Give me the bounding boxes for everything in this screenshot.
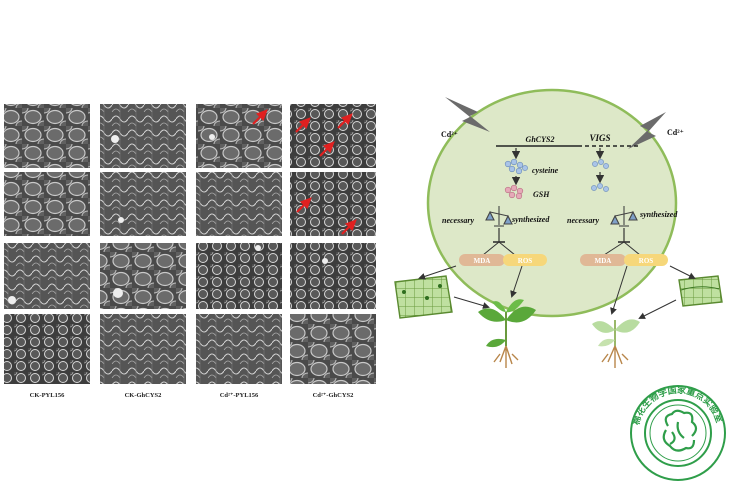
- lightning-right-icon: [628, 112, 666, 149]
- stressed-plant-icon: [592, 319, 640, 368]
- cysteine-molecules-left: [504, 158, 528, 175]
- gsh-molecules-left: [504, 184, 524, 200]
- synthesized-label-right: synthesized: [639, 210, 678, 219]
- cotton-boll-icon: [662, 409, 698, 452]
- micrograph-r4c2: [100, 314, 186, 384]
- leaf-tissue-left-icon: [394, 275, 453, 319]
- lightning-left-icon: [445, 97, 490, 132]
- micrograph-r2c3: [196, 172, 282, 236]
- micrograph-r1c3: [196, 104, 282, 168]
- necessary-label-left: necessary: [442, 216, 474, 225]
- ros-label-right: ROS: [639, 257, 654, 265]
- gene-label: GhCYS2: [526, 135, 555, 144]
- micrograph-r3c4: [290, 243, 376, 309]
- ros-label-left: ROS: [518, 257, 533, 265]
- synthesized-label-left: synthesized: [511, 215, 550, 224]
- vigs-label: VIGS: [589, 133, 610, 143]
- micrograph-panel: CK-PYL156 CK-GhCYS2 Cd²⁺-PYL156 Cd²⁺-GhC…: [4, 104, 376, 399]
- mda-pill-right: [580, 254, 626, 266]
- cysteine-molecules-right: [592, 159, 609, 169]
- mda-pill-left: [459, 254, 505, 266]
- micrograph-r4c1: [4, 314, 90, 384]
- column-label-3: Cd²⁺-PYL156: [220, 392, 259, 399]
- cd-label-left: Cd²⁺: [441, 130, 458, 139]
- plant-cell: [426, 88, 678, 318]
- micrograph-r4c3: [196, 314, 282, 384]
- balance-left-icon: [485, 206, 513, 227]
- column-label-2: CK-GhCYS2: [125, 392, 162, 399]
- balance-right-icon: [610, 206, 638, 227]
- healthy-plant-icon: [478, 299, 536, 368]
- mda-label-right: MDA: [595, 257, 612, 265]
- micrograph-r2c1: [4, 172, 90, 236]
- damage-arrows: [252, 109, 357, 235]
- micrograph-r4c4: [290, 314, 376, 384]
- gsh-label: GSH: [533, 190, 550, 199]
- mda-label-left: MDA: [474, 257, 491, 265]
- ros-pill-right: [624, 254, 668, 266]
- cysteine-label: cysteine: [532, 166, 559, 175]
- micrograph-r2c2: [100, 172, 186, 236]
- mechanism-diagram: Cd²⁺ Cd²⁺ GhCYS2 VIGS cysteine GSH neces…: [394, 88, 723, 368]
- gsh-molecules-right: [591, 183, 609, 192]
- micrograph-r3c1: [4, 243, 90, 309]
- cd-label-right: Cd²⁺: [667, 128, 684, 137]
- ros-pill-left: [503, 254, 547, 266]
- column-label-1: CK-PYL156: [30, 392, 65, 399]
- micrograph-r3c3: [196, 243, 282, 309]
- micrograph-r1c1: [4, 104, 90, 168]
- necessary-label-right: necessary: [567, 216, 599, 225]
- leaf-tissue-right-icon: [678, 275, 723, 307]
- micrograph-r3c2: [100, 243, 186, 309]
- column-label-4: Cd²⁺-GhCYS2: [313, 392, 354, 399]
- micrograph-r1c4: [290, 104, 376, 168]
- lab-logo: 棉花生物学国家重点实验室: [630, 384, 726, 481]
